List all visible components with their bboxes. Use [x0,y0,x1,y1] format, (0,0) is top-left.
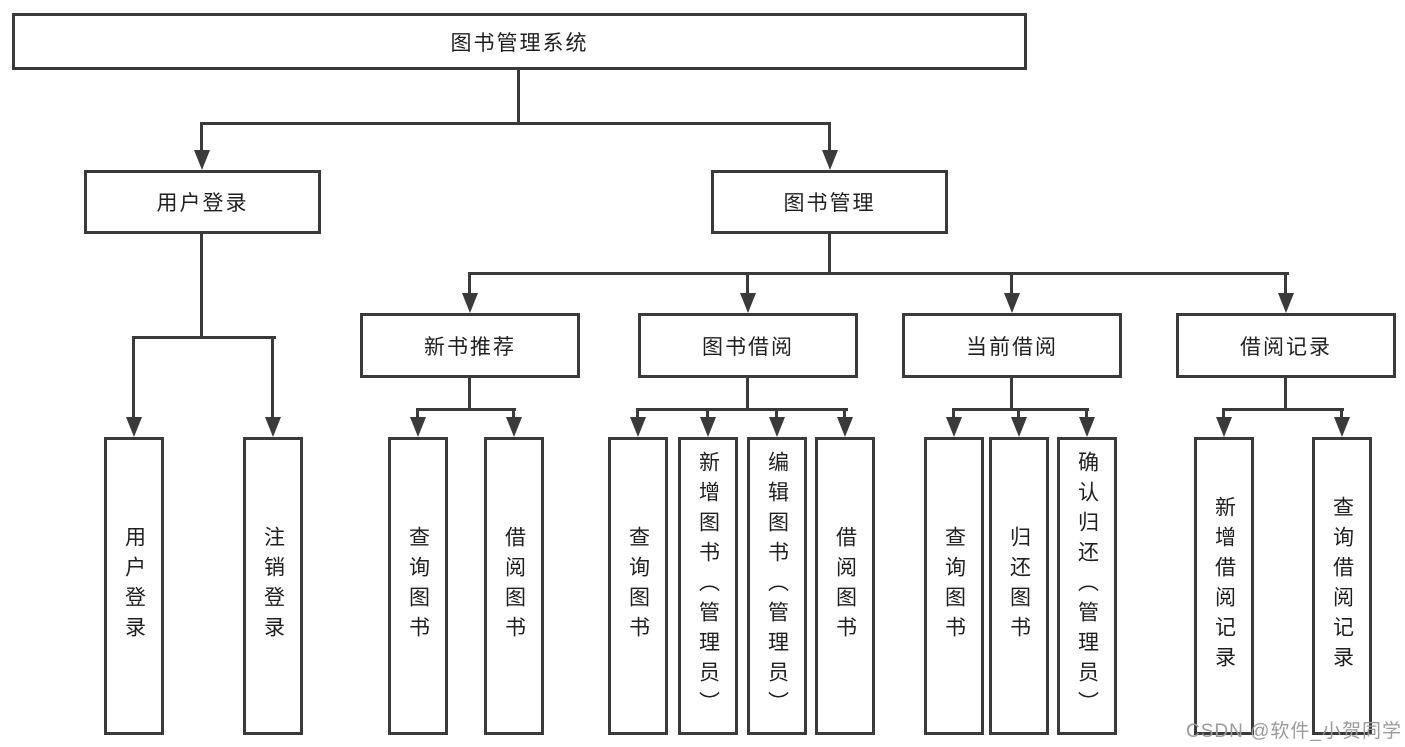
connector-line [828,234,831,275]
node-label: 用户登录 [156,192,249,215]
node-user-login: 用户登录 [84,170,321,234]
node-label: 图书借阅 [702,335,794,359]
connector-line [636,408,639,420]
leaf-label: 归还图书 [1007,526,1031,646]
arrow-down-icon [837,417,853,437]
watermark: CSDN @软件_小贺同学 [1186,721,1402,742]
leaf-br-query-record: 查询借阅记录 [1312,437,1372,735]
leaf-br-add-record: 新增借阅记录 [1194,437,1254,735]
connector-line [517,70,520,122]
leaf-label: 查询图书 [406,526,430,646]
connector-line [468,272,471,295]
arrow-down-icon [265,417,281,437]
connector-line [512,408,515,420]
connector-line [952,408,955,420]
connector-line [1010,378,1013,410]
connector-line [775,408,778,420]
connector-line [706,408,709,420]
arrow-down-icon [1011,417,1027,437]
arrow-down-icon [194,150,210,170]
arrow-down-icon [1278,293,1294,313]
leaf-label: 查询图书 [942,526,966,646]
node-book-management: 图书管理 [711,170,948,234]
connector-line [200,122,203,153]
connector-line [200,234,203,336]
arrow-down-icon [769,417,785,437]
leaf-label: 新增图书（管理员） [696,451,720,721]
connector-line [416,408,419,420]
arrow-down-icon [1216,417,1232,437]
leaf-nb-query-book: 查询图书 [388,437,448,735]
arrow-down-icon [126,417,142,437]
connector-line [1017,408,1020,420]
leaf-bb-borrow-book: 借阅图书 [815,437,875,735]
connector-line [1010,272,1013,295]
node-new-book-recommend: 新书推荐 [360,313,580,378]
node-library-system: 图书管理系统 [12,13,1027,70]
connector-line [746,272,749,295]
connector-line [200,122,831,125]
leaf-label: 查询借阅记录 [1330,496,1354,676]
leaf-label: 借阅图书 [833,526,857,646]
connector-line [746,378,749,410]
leaf-label: 编辑图书（管理员） [765,451,789,721]
arrow-down-icon [1334,417,1350,437]
leaf-logout: 注销登录 [243,437,303,735]
node-label: 借阅记录 [1240,335,1332,359]
node-book-borrow: 图书借阅 [638,313,858,378]
connector-line [1284,272,1287,295]
node-label: 新书推荐 [424,335,516,359]
connector-line [132,336,276,339]
arrow-down-icon [506,417,522,437]
connector-line [1284,378,1287,410]
leaf-cb-query-book: 查询图书 [924,437,984,735]
connector-line [636,408,848,411]
arrow-down-icon [1079,417,1095,437]
leaf-label: 查询图书 [626,526,650,646]
arrow-down-icon [410,417,426,437]
leaf-bb-edit-book-admin: 编辑图书（管理员） [747,437,807,735]
arrow-down-icon [700,417,716,437]
node-label: 当前借阅 [966,335,1058,359]
arrow-down-icon [630,417,646,437]
connector-line [1340,408,1343,420]
connector-line [1222,408,1225,420]
node-current-borrow: 当前借阅 [902,313,1122,378]
connector-line [416,408,516,411]
leaf-cb-return-book: 归还图书 [989,437,1049,735]
connector-line [843,408,846,420]
connector-line [132,336,135,418]
leaf-label: 注销登录 [261,526,285,646]
leaf-user-login: 用户登录 [104,437,164,735]
leaf-nb-borrow-book: 借阅图书 [484,437,544,735]
connector-line [952,408,1089,411]
leaf-label: 用户登录 [122,526,146,646]
node-label: 图书管理 [783,192,876,215]
connector-line [468,378,471,410]
connector-line [828,122,831,153]
leaf-cb-confirm-return-admin: 确认归还（管理员） [1057,437,1117,735]
connector-line [271,336,274,418]
leaf-label: 借阅图书 [502,526,526,646]
connector-line [1222,408,1344,411]
arrow-down-icon [1004,293,1020,313]
arrow-down-icon [462,293,478,313]
leaf-label: 新增借阅记录 [1212,496,1236,676]
node-borrow-records: 借阅记录 [1176,313,1396,378]
leaf-label: 确认归还（管理员） [1075,451,1099,721]
arrow-down-icon [946,417,962,437]
leaf-bb-add-book-admin: 新增图书（管理员） [678,437,738,735]
arrow-down-icon [822,150,838,170]
connector-line [1085,408,1088,420]
node-label: 图书管理系统 [450,31,589,55]
arrow-down-icon [740,293,756,313]
leaf-bb-query-book: 查询图书 [608,437,668,735]
connector-line [468,272,1289,275]
